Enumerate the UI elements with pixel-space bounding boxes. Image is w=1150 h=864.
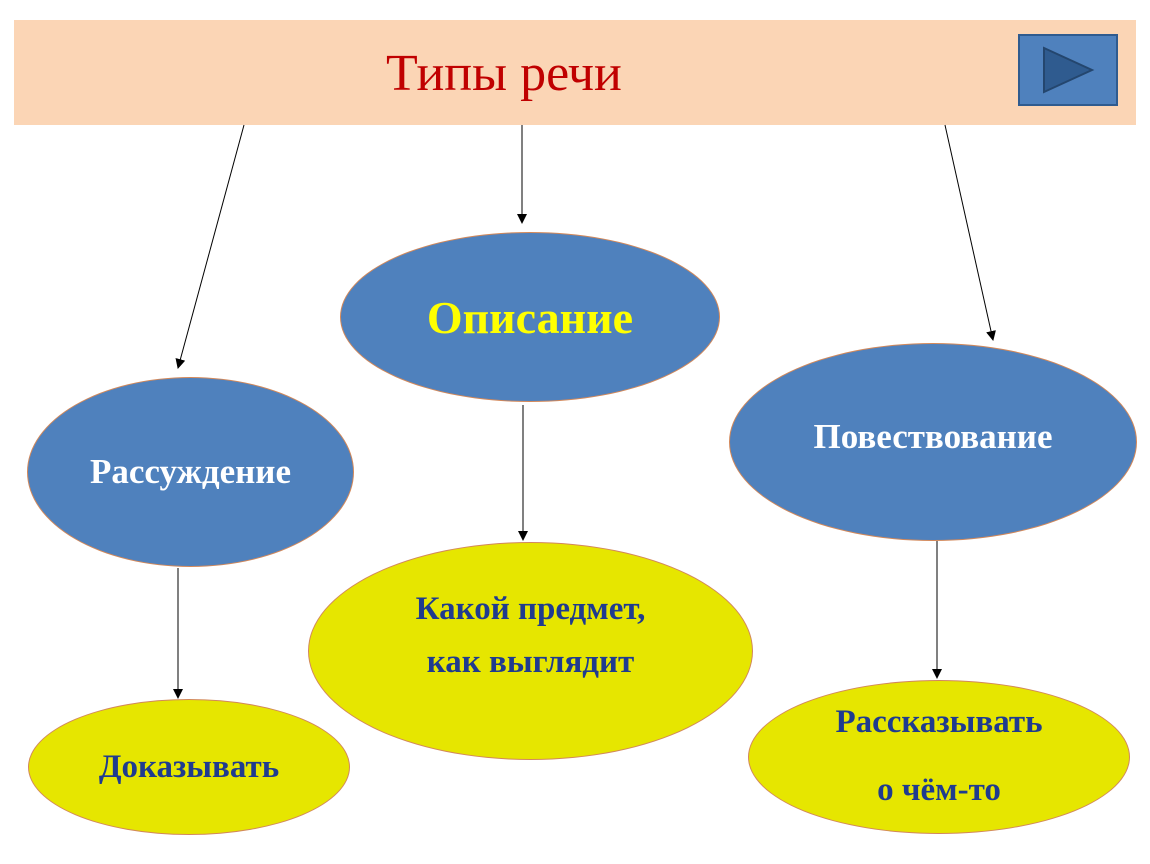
node-rassuzhdenie-label: Рассуждение: [89, 452, 291, 491]
node-rassuzhdenie-detail: Доказывать: [28, 699, 350, 835]
node-opisanie-detail-line-2: как выглядит: [426, 644, 635, 680]
node-povestvovanie-detail: Рассказывать о чём-то: [748, 680, 1130, 834]
node-opisanie-detail: Какой предмет, как выглядит: [308, 542, 753, 760]
arrow-to-rassuzhdenie: [175, 124, 245, 369]
next-slide-button[interactable]: [1018, 34, 1118, 106]
page-title: Типы речи: [386, 45, 622, 102]
node-opisanie-label: Описание: [426, 291, 634, 343]
node-povestvovanie: Повествование: [729, 343, 1137, 541]
node-povestvovanie-label: Повествование: [813, 417, 1053, 456]
title-bar: Типы речи: [14, 20, 1136, 125]
node-rassuzhdenie: Рассуждение: [27, 377, 354, 567]
play-triangle-icon: [1043, 46, 1095, 94]
node-opisanie-detail-line-1: Какой предмет,: [415, 591, 646, 628]
node-opisanie: Описание: [340, 232, 720, 402]
node-rassuzhdenie-detail-label: Доказывать: [98, 748, 280, 785]
node-povestvovanie-detail-line-1: Рассказывать: [835, 704, 1043, 741]
node-povestvovanie-detail-line-2: о чём-то: [877, 772, 1001, 808]
arrow-to-povestvovanie: [944, 124, 996, 341]
